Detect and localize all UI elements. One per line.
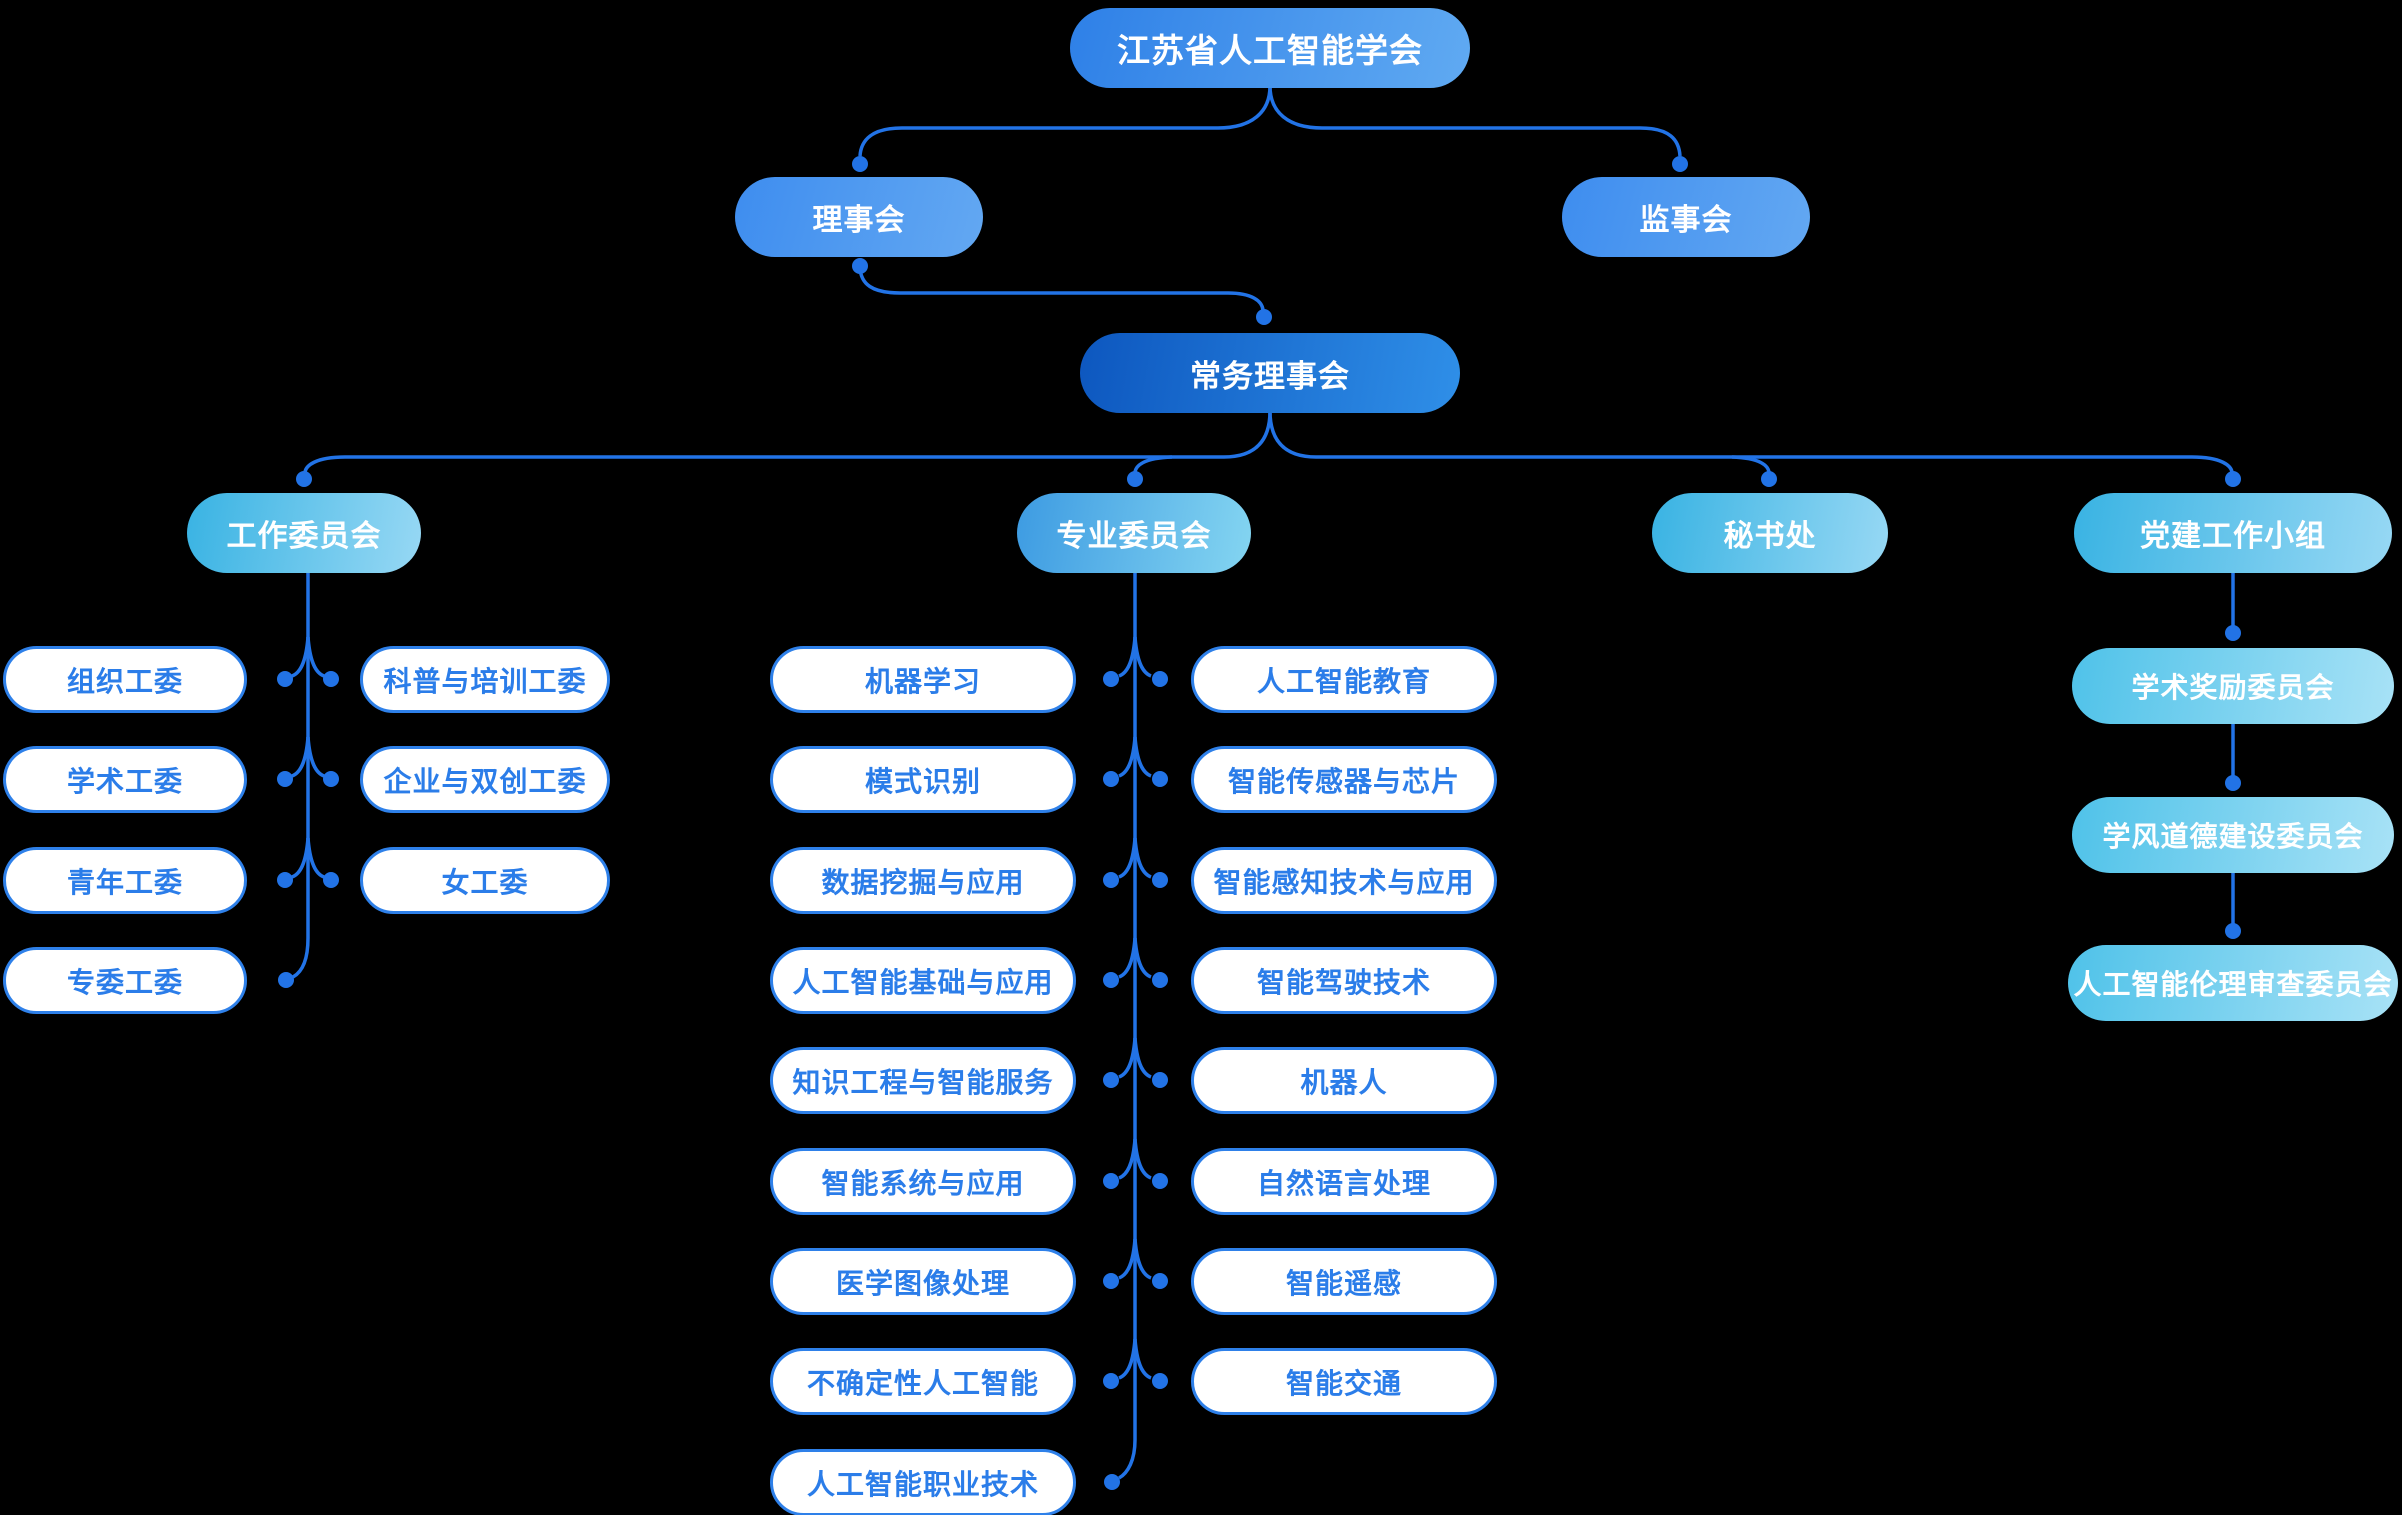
org-node-work-child: 企业与双创工委	[360, 746, 610, 813]
org-node-professional-committee: 专业委员会	[1017, 493, 1251, 573]
org-node-standing-council: 常务理事会	[1080, 333, 1460, 413]
org-node-secretariat: 秘书处	[1652, 493, 1888, 573]
org-node-work-child: 青年工委	[3, 847, 247, 914]
org-node-work-child: 组织工委	[3, 646, 247, 713]
org-node-prof-child: 智能感知技术与应用	[1191, 847, 1497, 914]
org-node-prof-child: 医学图像处理	[770, 1248, 1076, 1315]
org-node-prof-child: 智能驾驶技术	[1191, 947, 1497, 1014]
org-node-prof-child: 机器人	[1191, 1047, 1497, 1114]
org-node-prof-child: 知识工程与智能服务	[770, 1047, 1076, 1114]
org-node-prof-child: 人工智能职业技术	[770, 1449, 1076, 1515]
org-node-board: 理事会	[735, 177, 983, 257]
org-node-prof-child: 自然语言处理	[1191, 1148, 1497, 1215]
org-node-prof-child: 智能交通	[1191, 1348, 1497, 1415]
org-node-party-group: 党建工作小组	[2074, 493, 2392, 573]
org-node-prof-child: 智能系统与应用	[770, 1148, 1076, 1215]
org-node-prof-child: 人工智能教育	[1191, 646, 1497, 713]
org-node-prof-child: 数据挖掘与应用	[770, 847, 1076, 914]
org-node-prof-child: 智能传感器与芯片	[1191, 746, 1497, 813]
org-node-root: 江苏省人工智能学会	[1070, 8, 1470, 88]
org-node-work-child: 专委工委	[3, 947, 247, 1014]
org-node-work-child: 科普与培训工委	[360, 646, 610, 713]
org-node-party-child: 学术奖励委员会	[2072, 648, 2394, 724]
org-node-prof-child: 不确定性人工智能	[770, 1348, 1076, 1415]
org-node-prof-child: 机器学习	[770, 646, 1076, 713]
org-node-work-child: 女工委	[360, 847, 610, 914]
org-node-work-child: 学术工委	[3, 746, 247, 813]
org-node-party-child: 人工智能伦理审查委员会	[2068, 945, 2398, 1021]
org-node-prof-child: 人工智能基础与应用	[770, 947, 1076, 1014]
org-node-prof-child: 智能遥感	[1191, 1248, 1497, 1315]
org-node-work-committee: 工作委员会	[187, 493, 421, 573]
org-node-supervisory: 监事会	[1562, 177, 1810, 257]
org-node-prof-child: 模式识别	[770, 746, 1076, 813]
org-node-party-child: 学风道德建设委员会	[2072, 797, 2394, 873]
